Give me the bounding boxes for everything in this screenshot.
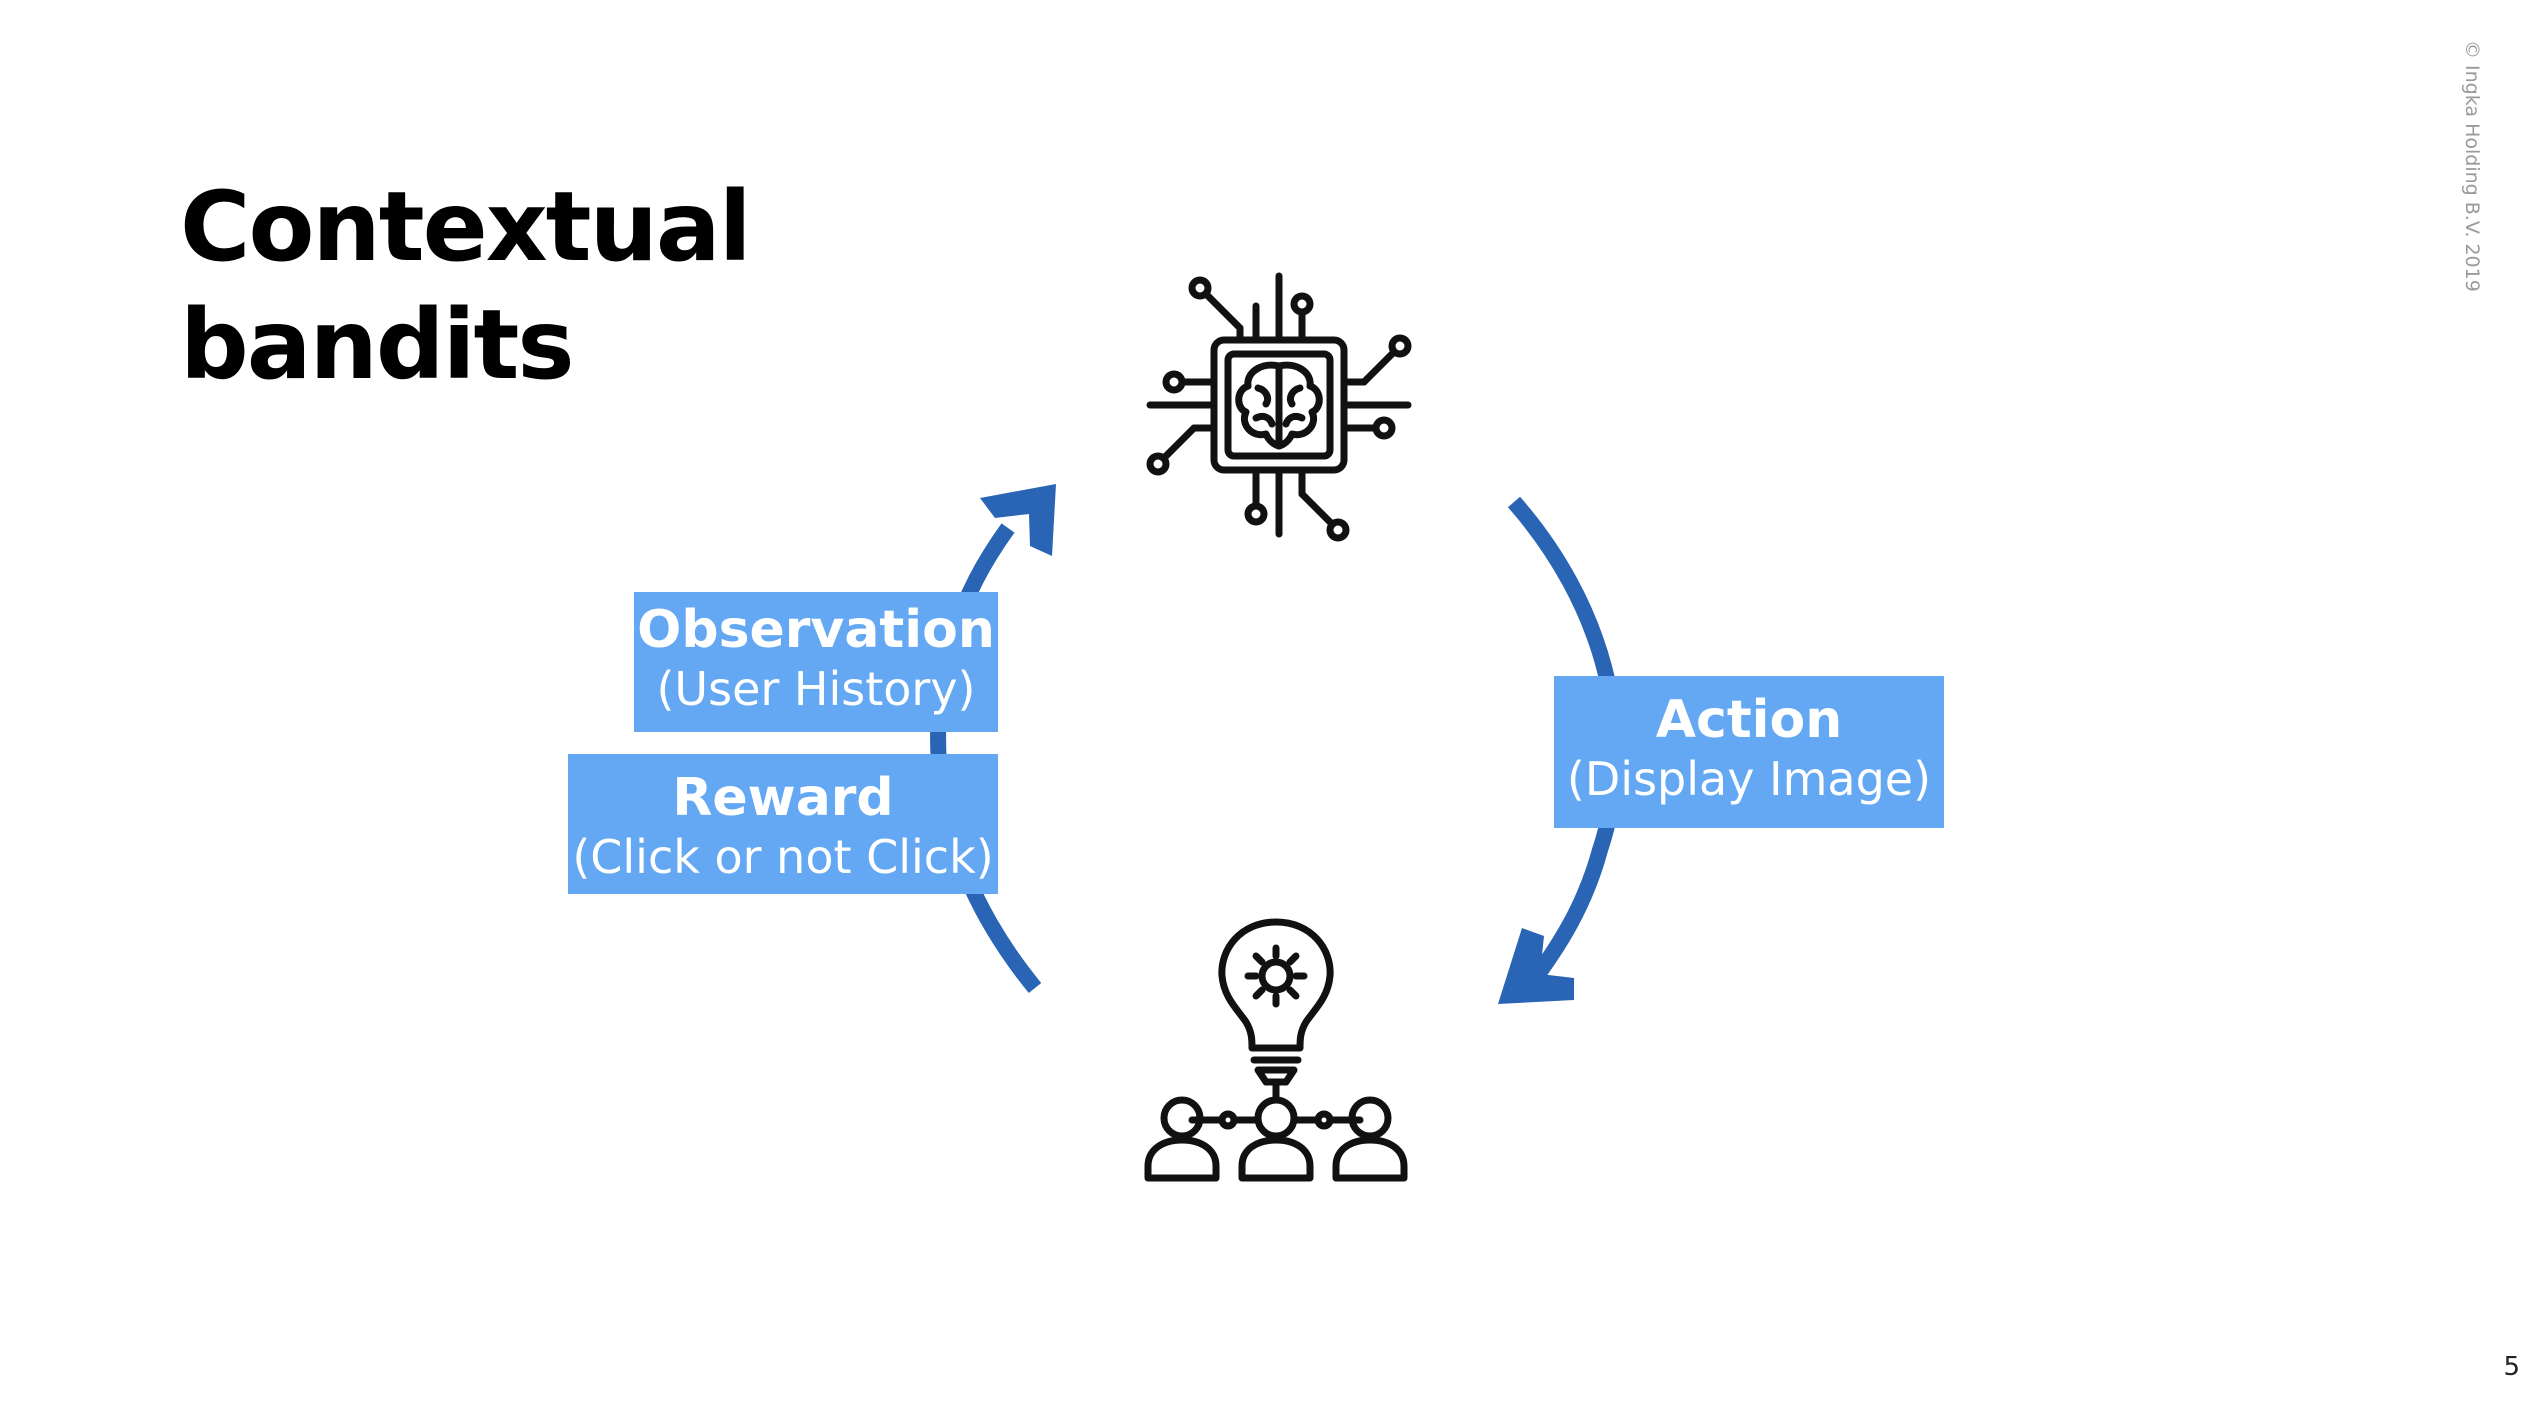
action-box: Action (Display Image)	[1554, 676, 1944, 828]
ai-chip-brain-icon	[1136, 262, 1422, 548]
observation-sublabel: (User History)	[656, 662, 976, 716]
right-arrowhead-icon	[1498, 928, 1574, 1004]
slide-title-line-1: Contextual	[180, 171, 752, 283]
reward-label: Reward	[672, 768, 894, 828]
action-label: Action	[1655, 690, 1843, 750]
page-number: 5	[2503, 1352, 2520, 1382]
reward-box: Reward (Click or not Click)	[568, 754, 998, 894]
observation-box: Observation (User History)	[634, 592, 998, 732]
slide-title-line-2: bandits	[180, 289, 575, 401]
observation-label: Observation	[637, 600, 995, 660]
slide-title: Contextual bandits	[180, 168, 880, 404]
reward-sublabel: (Click or not Click)	[572, 830, 994, 884]
left-arrowhead-icon	[980, 484, 1056, 556]
action-sublabel: (Display Image)	[1566, 752, 1932, 806]
users-lightbulb-icon	[1138, 918, 1414, 1188]
